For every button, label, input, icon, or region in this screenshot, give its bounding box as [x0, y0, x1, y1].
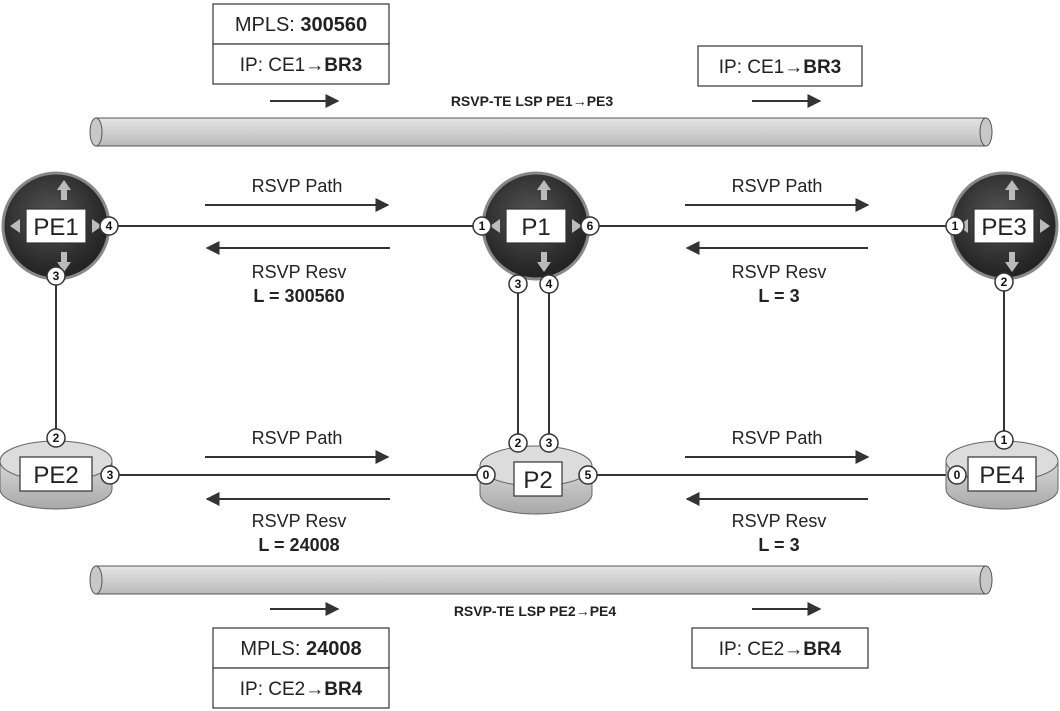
rsvp-path-label: RSVP Path	[252, 176, 343, 196]
svg-text:1: 1	[1001, 433, 1008, 447]
svg-text:3: 3	[53, 269, 60, 283]
port-badge: 1	[994, 430, 1014, 450]
port-badge: 4	[99, 216, 119, 236]
ip-header-text: IP: CE1→BR3	[719, 57, 842, 78]
mpls-label-text: MPLS: 24008	[240, 638, 361, 660]
router-name: P2	[523, 467, 552, 494]
router-pe1: PE1	[1, 171, 111, 281]
label-value: L = 3	[758, 535, 799, 555]
svg-text:3: 3	[515, 277, 522, 291]
router-name: PE1	[33, 214, 78, 241]
router-p2: P2	[479, 445, 593, 515]
rsvp-path-label: RSVP Path	[732, 176, 823, 196]
svg-text:3: 3	[546, 436, 553, 450]
mpls-label-text: MPLS: 300560	[235, 14, 367, 36]
svg-text:2: 2	[1001, 275, 1008, 289]
ip-header-text: IP: CE2→BR4	[240, 679, 363, 700]
port-badge: 0	[476, 465, 496, 485]
port-badge: 4	[539, 274, 559, 294]
port-badge: 3	[539, 433, 559, 453]
signaling-top-right: RSVP Path RSVP Resv L = 3	[685, 176, 870, 306]
port-badge: 3	[100, 465, 120, 485]
router-name: PE2	[33, 462, 78, 489]
svg-text:0: 0	[954, 468, 961, 482]
links	[55, 225, 1005, 476]
svg-text:6: 6	[587, 219, 594, 233]
rsvp-resv-label: RSVP Resv	[252, 511, 347, 531]
label-value: L = 3	[758, 286, 799, 306]
router-pe2: PE2	[0, 440, 113, 510]
svg-text:3: 3	[107, 468, 114, 482]
router-name: P1	[521, 214, 550, 241]
packet-top-ingress: MPLS: 300560 IP: CE1→BR3	[212, 3, 390, 85]
svg-text:4: 4	[106, 219, 113, 233]
label-value: L = 300560	[253, 286, 344, 306]
svg-text:4: 4	[546, 277, 553, 291]
svg-text:0: 0	[483, 468, 490, 482]
svg-text:1: 1	[952, 219, 959, 233]
port-badge: 2	[508, 433, 528, 453]
lsp-top-label: RSVP-TE LSP PE1→PE3	[451, 93, 614, 109]
router-arrows-icon	[490, 180, 582, 272]
rsvp-path-label: RSVP Path	[252, 428, 343, 448]
lsp-tube-top	[89, 117, 993, 147]
port-badge: 6	[580, 216, 600, 236]
packet-bottom-egress: IP: CE2→BR4	[691, 627, 869, 669]
packet-bottom-ingress: MPLS: 24008 IP: CE2→BR4	[212, 627, 390, 709]
rsvp-path-label: RSVP Path	[732, 428, 823, 448]
port-badge: 3	[508, 274, 528, 294]
router-name: PE4	[979, 462, 1024, 489]
packet-top-egress: IP: CE1→BR3	[697, 45, 863, 87]
rsvp-resv-label: RSVP Resv	[732, 262, 827, 282]
router-name: PE3	[981, 214, 1026, 241]
signaling-bottom-right: RSVP Path RSVP Resv L = 3	[685, 428, 870, 555]
signaling-top-left: RSVP Path RSVP Resv L = 300560	[205, 176, 390, 306]
rsvp-resv-label: RSVP Resv	[732, 511, 827, 531]
lsp-bottom-label: RSVP-TE LSP PE2→PE4	[454, 603, 617, 619]
rsvp-resv-label: RSVP Resv	[252, 262, 347, 282]
port-badge: 1	[945, 216, 965, 236]
router-p1: P1	[481, 171, 591, 281]
svg-text:1: 1	[479, 219, 486, 233]
port-badge: 3	[46, 266, 66, 286]
ip-header-text: IP: CE1→BR3	[240, 55, 363, 76]
port-badge: 1	[472, 216, 492, 236]
signaling-bottom-left: RSVP Path RSVP Resv L = 24008	[205, 428, 390, 555]
svg-text:2: 2	[53, 431, 60, 445]
port-badge: 5	[578, 465, 598, 485]
port-badge: 2	[46, 428, 66, 448]
ip-header-text: IP: CE2→BR4	[719, 639, 842, 660]
label-value: L = 24008	[258, 535, 339, 555]
router-arrows-icon	[10, 180, 102, 272]
svg-text:2: 2	[515, 436, 522, 450]
port-badge: 2	[994, 272, 1014, 292]
port-badge: 0	[947, 465, 967, 485]
router-pe4: PE4	[945, 440, 1059, 510]
lsp-tube-bottom	[89, 565, 993, 595]
svg-text:5: 5	[585, 468, 592, 482]
router-pe3: PE3	[949, 171, 1059, 281]
